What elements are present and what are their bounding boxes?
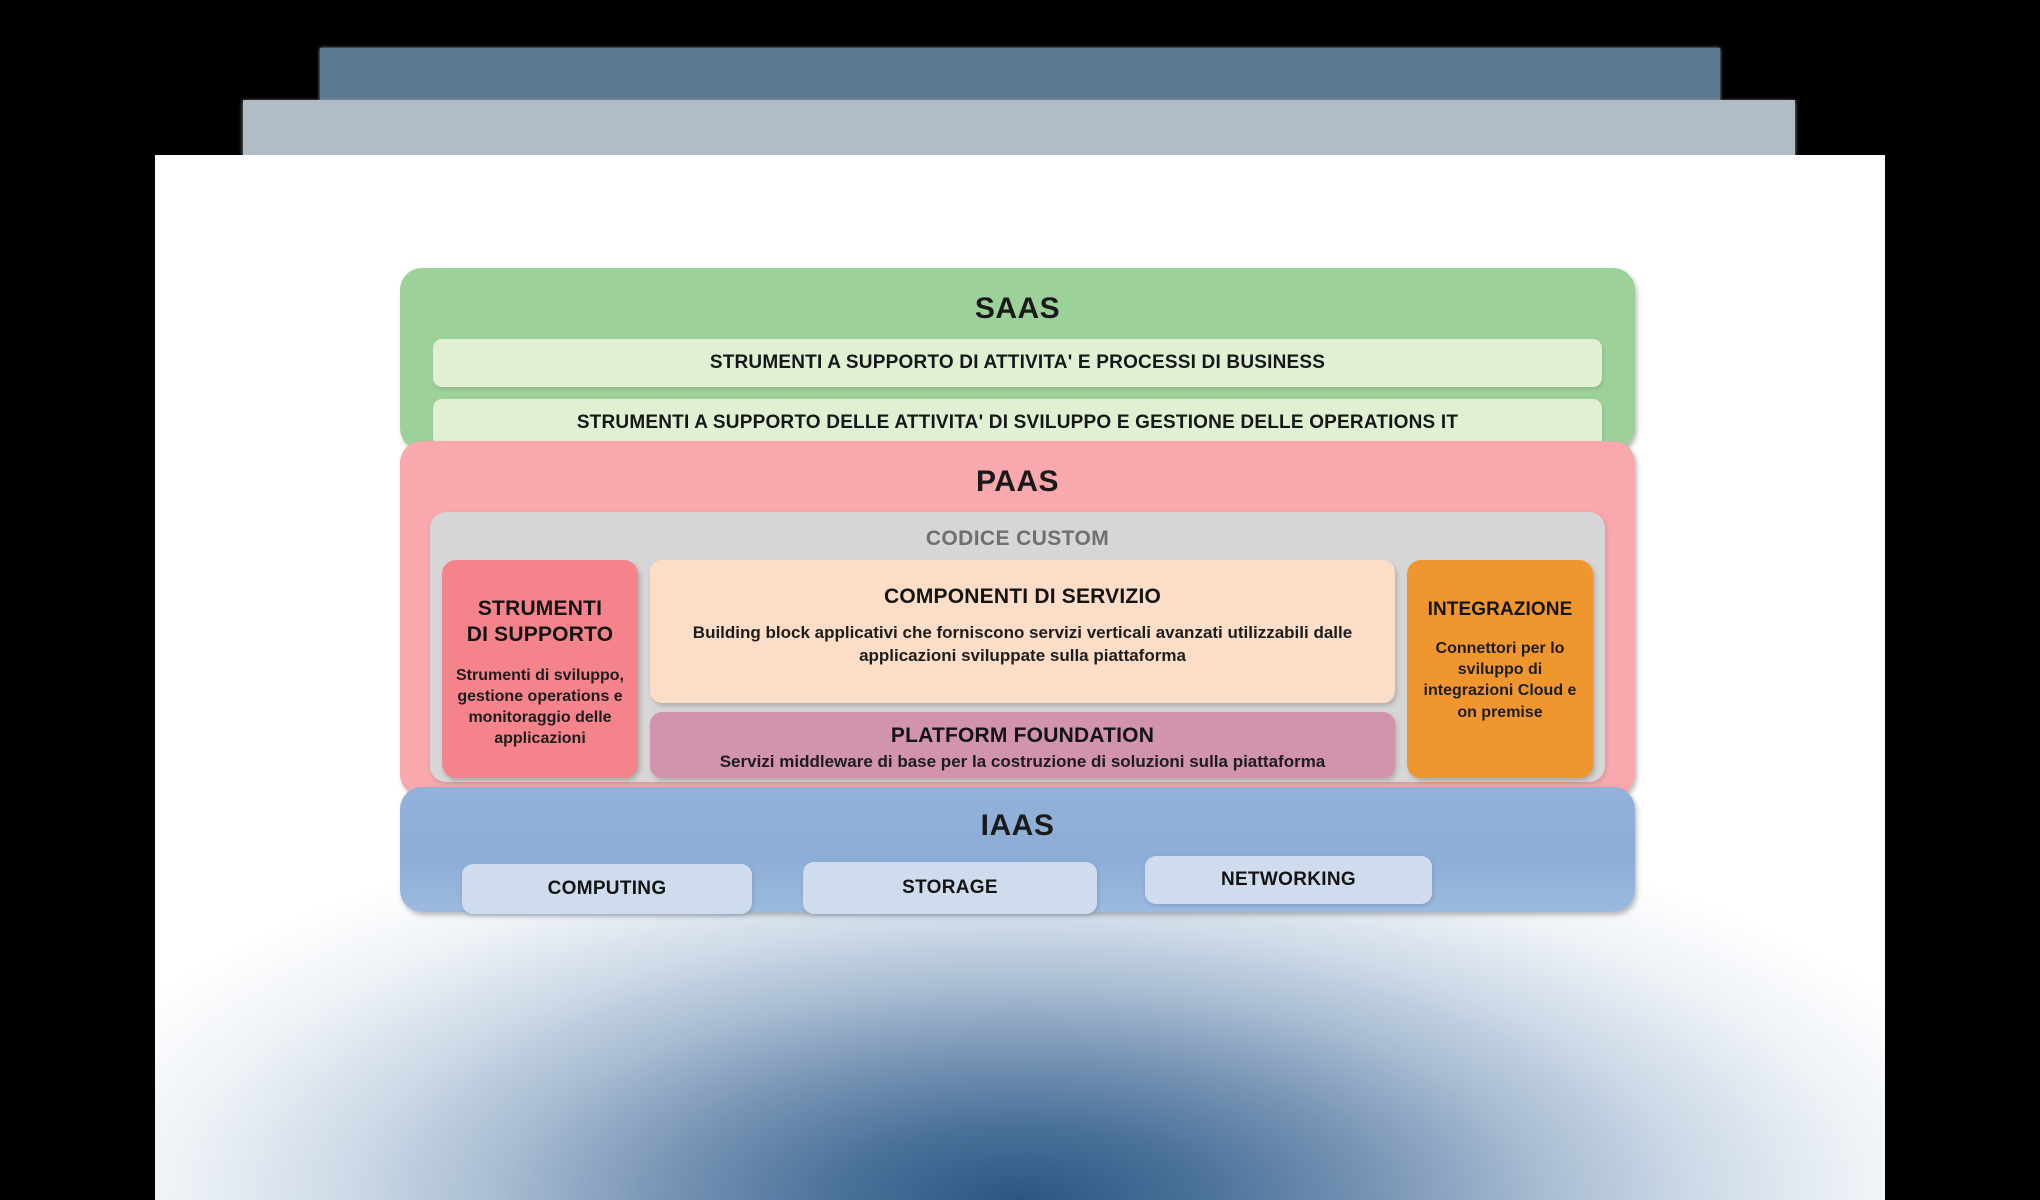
window-titlebar-top — [320, 48, 1720, 100]
block-integrazione[interactable]: INTEGRAZIONE Connettori per lo sviluppo … — [1407, 559, 1593, 778]
block-strumenti-di-supporto-body: Strumenti di sviluppo, gestione operatio… — [455, 666, 624, 747]
slide-canvas: SAAS STRUMENTI A SUPPORTO DI ATTIVITA' E… — [155, 155, 1885, 1200]
layer-saas-title: SAAS — [974, 292, 1061, 325]
paas-center-column: COMPONENTI DI SERVIZIO Building block ap… — [650, 559, 1395, 778]
cloud-service-model-diagram: SAAS STRUMENTI A SUPPORTO DI ATTIVITA' E… — [400, 268, 1635, 914]
iaas-chip-storage-label: STORAGE — [902, 876, 998, 898]
block-platform-foundation[interactable]: PLATFORM FOUNDATION Servizi middleware d… — [650, 711, 1395, 778]
codice-custom-container[interactable]: CODICE CUSTOM STRUMENTI DI SUPPORTO Stru… — [430, 511, 1605, 782]
block-componenti-di-servizio[interactable]: COMPONENTI DI SERVIZIO Building block ap… — [650, 559, 1395, 703]
block-strumenti-title-line-2: DI SUPPORTO — [466, 622, 614, 646]
iaas-chip-storage[interactable]: STORAGE — [803, 861, 1097, 914]
saas-strip-business-label: STRUMENTI A SUPPORTO DI ATTIVITA' E PROC… — [709, 351, 1326, 373]
block-platform-foundation-body: Servizi middleware di base per la costru… — [719, 751, 1326, 771]
background-glow — [155, 870, 1885, 1200]
block-integrazione-title: INTEGRAZIONE — [1427, 598, 1573, 620]
layer-iaas[interactable]: IAAS COMPUTING STORAGE NETWORKING — [400, 787, 1635, 914]
iaas-chip-networking-label: NETWORKING — [1221, 868, 1356, 890]
saas-strip-operations-label: STRUMENTI A SUPPORTO DELLE ATTIVITA' DI … — [576, 411, 1459, 433]
iaas-chip-computing[interactable]: COMPUTING — [462, 863, 752, 914]
saas-strip-business[interactable]: STRUMENTI A SUPPORTO DI ATTIVITA' E PROC… — [433, 338, 1602, 387]
block-strumenti-title-line-1: STRUMENTI — [477, 596, 603, 620]
iaas-chip-computing-label: COMPUTING — [547, 877, 667, 899]
layer-saas[interactable]: SAAS STRUMENTI A SUPPORTO DI ATTIVITA' E… — [400, 268, 1635, 450]
layer-paas[interactable]: PAAS CODICE CUSTOM STRUMENTI DI SUPPORTO… — [400, 441, 1635, 796]
iaas-chip-row: COMPUTING STORAGE NETWORKING — [430, 855, 1605, 914]
block-platform-foundation-title: PLATFORM FOUNDATION — [890, 723, 1155, 747]
block-integrazione-body: Connettori per lo sviluppo di integrazio… — [1423, 640, 1577, 721]
codice-custom-label: CODICE CUSTOM — [925, 526, 1110, 550]
block-componenti-di-servizio-body: Building block applicativi che forniscon… — [692, 622, 1353, 665]
iaas-chip-networking[interactable]: NETWORKING — [1145, 855, 1432, 904]
layer-paas-title: PAAS — [975, 465, 1060, 498]
paas-block-row: STRUMENTI DI SUPPORTO Strumenti di svilu… — [442, 559, 1593, 778]
block-componenti-di-servizio-title: COMPONENTI DI SERVIZIO — [883, 584, 1162, 608]
block-strumenti-di-supporto-title: STRUMENTI DI SUPPORTO — [454, 596, 626, 648]
saas-strip-operations[interactable]: STRUMENTI A SUPPORTO DELLE ATTIVITA' DI … — [433, 398, 1602, 447]
block-strumenti-di-supporto[interactable]: STRUMENTI DI SUPPORTO Strumenti di svilu… — [442, 559, 638, 778]
layer-iaas-title: IAAS — [980, 809, 1055, 842]
window-toolbar-strip — [243, 100, 1795, 155]
